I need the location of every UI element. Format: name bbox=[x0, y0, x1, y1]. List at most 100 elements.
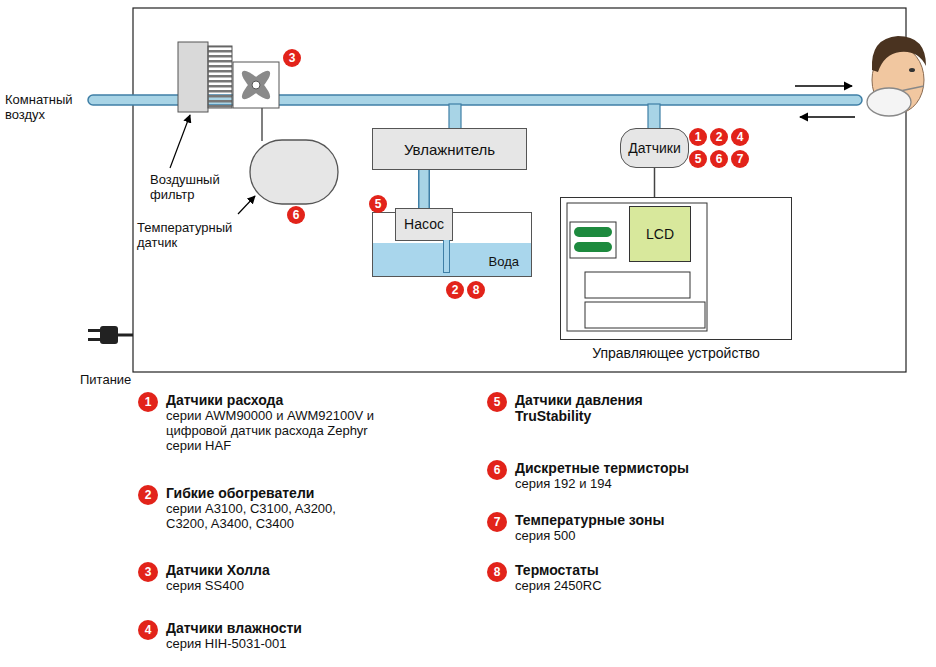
breathing-mask bbox=[867, 88, 911, 116]
callout-number: 2 bbox=[710, 128, 728, 146]
legend-column: Датчики Холласерия SS400 bbox=[166, 562, 376, 593]
signal-line bbox=[654, 168, 656, 197]
legend-swatch: 8 bbox=[487, 562, 507, 582]
lcd-display: LCD bbox=[629, 206, 691, 262]
panel-module bbox=[585, 302, 705, 328]
legend-item: 2 Гибкие обогревателисерии A3100, C3100, … bbox=[138, 485, 376, 531]
legend-number: 7 bbox=[487, 512, 507, 532]
power-cord bbox=[118, 334, 133, 337]
callout-number: 6 bbox=[287, 206, 305, 224]
legend-number: 3 bbox=[138, 562, 158, 582]
sensor-link bbox=[261, 108, 263, 141]
pump-box: Насос bbox=[395, 208, 453, 241]
legend-description: серия 192 и 194 bbox=[515, 476, 725, 491]
legend-title: Гибкие обогреватели bbox=[166, 485, 376, 501]
legend-swatch: 3 bbox=[138, 562, 158, 582]
part-label: Воздушный фильтр bbox=[150, 172, 232, 202]
callout-number: 1 bbox=[689, 128, 707, 146]
water-pipe bbox=[420, 170, 429, 208]
callout-number: 2 bbox=[446, 281, 464, 299]
node-text: LCD bbox=[646, 226, 674, 243]
power-plug bbox=[100, 326, 118, 344]
legend-item: 5 Датчики давления TruStability bbox=[487, 392, 655, 424]
legend-swatch: 6 bbox=[487, 460, 507, 480]
callout-number: 5 bbox=[689, 150, 707, 168]
legend-title: Дискретные термисторы bbox=[515, 460, 725, 476]
plug-prong bbox=[88, 329, 100, 332]
callout-number: 5 bbox=[369, 195, 387, 213]
legend-item: 6 Дискретные термисторысерия 192 и 194 bbox=[487, 460, 725, 491]
leader-arrow bbox=[170, 115, 190, 168]
callout-number: 4 bbox=[731, 128, 749, 146]
callout-number: 8 bbox=[467, 281, 485, 299]
tube-branch bbox=[648, 104, 660, 129]
sensor-box: Датчики bbox=[620, 128, 689, 168]
legend-description: серия HIH-5031-001 bbox=[166, 636, 376, 651]
tube-branch bbox=[449, 104, 461, 129]
air-filter bbox=[178, 42, 208, 112]
legend-title: Термостаты bbox=[515, 562, 725, 578]
flow-arrow bbox=[795, 85, 852, 86]
legend-number: 8 bbox=[487, 562, 507, 582]
legend-title: Датчики влажности bbox=[166, 620, 376, 636]
filter-fins bbox=[208, 46, 232, 108]
button-block bbox=[570, 222, 616, 258]
legend-column: Термостатысерия 2450RC bbox=[515, 562, 725, 593]
legend-item: 4 Датчики влажностисерия HIH-5031-001 bbox=[138, 620, 376, 651]
legend-item: 8 Термостатысерия 2450RC bbox=[487, 562, 725, 593]
legend-number: 6 bbox=[487, 460, 507, 480]
legend-swatch: 7 bbox=[487, 512, 507, 532]
node-text: Вода bbox=[489, 253, 519, 270]
legend-number: 5 bbox=[487, 392, 507, 412]
part-label: Температурный датчик bbox=[137, 220, 252, 250]
part-label: Питание bbox=[80, 372, 150, 387]
part-label: Комнатный воздух bbox=[5, 92, 87, 122]
flow-arrow bbox=[800, 116, 855, 117]
fan-blade bbox=[238, 67, 273, 102]
plug-prong bbox=[88, 338, 100, 341]
legend-title: Температурные зоны bbox=[515, 512, 725, 528]
callout-number: 3 bbox=[283, 49, 301, 67]
water-tank: Вода Насос bbox=[372, 212, 532, 277]
fan-hub bbox=[252, 81, 260, 89]
legend-description: серии AWM90000 и AWM92100V и цифровой да… bbox=[166, 408, 376, 453]
controller-box: Управляющее устройствоLCD bbox=[560, 197, 792, 340]
device-housing bbox=[133, 8, 906, 372]
pipe-outline bbox=[418, 170, 430, 208]
legend-number: 1 bbox=[138, 392, 158, 412]
legend-description: серия 500 bbox=[515, 528, 725, 543]
legend-column: Гибкие обогревателисерии A3100, C3100, A… bbox=[166, 485, 376, 531]
legend-swatch: 4 bbox=[138, 620, 158, 640]
legend-description: серии A3100, C3100, A3200, C3200, A3400,… bbox=[166, 501, 376, 531]
leader-arrow bbox=[238, 196, 255, 214]
panel-module bbox=[585, 272, 690, 298]
legend-item: 3 Датчики Холласерия SS400 bbox=[138, 562, 376, 593]
node-text: Управляющее устройство bbox=[531, 345, 821, 362]
device-panel bbox=[567, 203, 707, 331]
patient-eye bbox=[909, 68, 915, 72]
fan-box bbox=[233, 62, 279, 108]
legend-swatch: 2 bbox=[138, 485, 158, 505]
node-text: Насос bbox=[404, 216, 444, 233]
callout-number: 6 bbox=[710, 150, 728, 168]
fan-blade bbox=[238, 67, 273, 102]
callout-number: 7 bbox=[731, 150, 749, 168]
node-text: Датчики bbox=[628, 140, 680, 157]
legend-title: Датчики давления TruStability bbox=[515, 392, 655, 424]
legend-swatch: 1 bbox=[138, 392, 158, 412]
legend-title: Датчики Холла bbox=[166, 562, 376, 578]
legend-column: Датчики давления TruStability bbox=[515, 392, 655, 424]
legend-column: Датчики влажностисерия HIH-5031-001 bbox=[166, 620, 376, 651]
legend-number: 4 bbox=[138, 620, 158, 640]
legend-description: серия 2450RC bbox=[515, 578, 725, 593]
legend-title: Датчики расхода bbox=[166, 392, 376, 408]
process-box: Увлажнитель bbox=[372, 128, 527, 170]
button bbox=[574, 227, 612, 237]
temperature-sensor bbox=[250, 140, 338, 204]
patient-hair bbox=[872, 36, 926, 72]
legend-item: 7 Температурные зонысерия 500 bbox=[487, 512, 725, 543]
button bbox=[574, 242, 612, 252]
legend-description: серия SS400 bbox=[166, 578, 376, 593]
legend-column: Температурные зонысерия 500 bbox=[515, 512, 725, 543]
